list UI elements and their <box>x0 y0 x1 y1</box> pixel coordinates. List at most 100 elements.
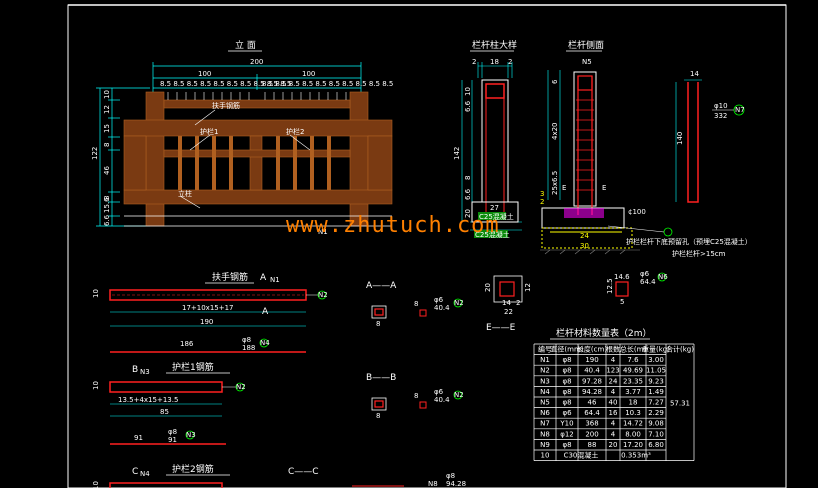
handrail-bar-len: 186 <box>180 340 194 348</box>
table-cell: N4 <box>540 388 550 396</box>
bar-spacing-left: 8.5 8.5 8.5 8.5 8.5 8.5 8.5 8.5 8.5 8.5 <box>160 80 291 88</box>
table-header-cell: 长度(cm) <box>577 345 607 354</box>
table-cell: 9.08 <box>648 420 664 428</box>
handrail-tag-top: N1 <box>270 276 280 284</box>
table-header-cell: 编号 <box>538 345 552 354</box>
dim-height-122: 122 <box>91 147 99 160</box>
guard1-dim-mid: 13.5+4x15+13.5 <box>118 396 178 404</box>
table-header-cell: 合计(kg) <box>666 345 694 354</box>
post-side-rebars <box>577 75 593 215</box>
post-concrete-label-2: C25混凝土 <box>475 230 510 239</box>
svg-text:8: 8 <box>376 412 380 420</box>
guard2-bar-tag: N8 <box>428 480 438 488</box>
table-cell: 17.20 <box>623 441 643 449</box>
table-cell: N2 <box>540 367 550 375</box>
label-guard2: 护栏2 <box>286 127 304 136</box>
handrail-section-a-bot: A <box>262 307 269 317</box>
guard2-title: 护栏2钢筋 <box>172 463 214 475</box>
post-dim-18: 18 <box>490 58 499 66</box>
top-cap <box>163 99 351 109</box>
handrail-title: 扶手钢筋 <box>212 271 248 283</box>
n7-mark: φ10 <box>714 102 728 110</box>
base-dim-30: 30 <box>580 242 589 250</box>
elevation-vertical-dim-labels: 10 12 15 8 46 8 15.6 6.6 <box>103 90 111 226</box>
table-cell: N3 <box>540 377 550 385</box>
section-bb: B——B 8 8 φ6 40.4 N2 <box>366 373 464 420</box>
guard1-dims <box>110 403 222 417</box>
guard2-bar-len: 94.28 <box>446 480 466 488</box>
table-cell: 88 <box>588 441 597 449</box>
post-concrete-label: C25混凝土 <box>479 212 514 221</box>
post-dim-142: 142 <box>453 147 461 160</box>
post-left <box>145 91 165 227</box>
svg-text:8: 8 <box>414 392 418 400</box>
post-side-dims <box>547 70 561 200</box>
table-cell: 4 <box>611 356 616 364</box>
balusters <box>178 136 331 190</box>
table-cell: 46 <box>588 399 597 407</box>
guard1-bar-outline <box>109 381 223 393</box>
post-side-stirrups <box>576 99 594 191</box>
table-cell: 3.00 <box>648 356 664 364</box>
bb-stirrup-len: 40.4 <box>434 396 450 404</box>
svg-text:46: 46 <box>103 166 111 175</box>
table-header-cell: 直径(mm) <box>550 345 583 354</box>
section-mark-e-left: E <box>562 184 566 192</box>
section-ee: 20 14 22 12 2 E——E <box>484 275 532 333</box>
elevation-top-dims <box>152 62 362 92</box>
table-cell: 7.27 <box>648 399 664 407</box>
table-cell: 368 <box>585 420 598 428</box>
handrail-dims <box>110 311 306 327</box>
table-cell: 3.77 <box>625 388 641 396</box>
guard1-section-b: B <box>132 365 138 375</box>
handrail-dim-10: 10 <box>92 289 100 298</box>
table-cell: N5 <box>540 399 550 407</box>
table-cell: 18 <box>629 399 638 407</box>
section-bb-title: B——B <box>366 373 396 383</box>
post-footing <box>471 201 519 223</box>
table-cell: 123 <box>606 367 619 375</box>
svg-text:5: 5 <box>620 298 624 306</box>
table-cell: 10.3 <box>625 409 641 417</box>
table-cell: 6.80 <box>648 441 664 449</box>
svg-text:15.6: 15.6 <box>103 197 111 213</box>
bottom-rail <box>123 189 393 205</box>
aa-stirrup-mark: φ6 <box>434 296 444 304</box>
table-cell: N1 <box>540 356 550 364</box>
table-cell: φ8 <box>562 377 571 385</box>
svg-text:25x6.5: 25x6.5 <box>551 171 559 195</box>
handrail-bar-len2: 188 <box>242 344 255 352</box>
section-bb-stirrup <box>419 401 427 409</box>
post-dim-27: 27 <box>490 204 499 212</box>
guard2-rebar-detail: C N4 护栏2钢筋 10 φ8 94.28 N8 <box>92 463 466 488</box>
handrail-rebar-detail: 扶手钢筋 A N1 N2 10 A 17+10x15+17 190 186 φ8… <box>92 271 328 353</box>
svg-text:14: 14 <box>502 299 511 307</box>
svg-text:N2: N2 <box>454 299 464 307</box>
section-ee-title: E——E <box>486 323 516 333</box>
bar-spacing-right: 8.5 8.5 8.5 8.5 8.5 8.5 8.5 8.5 8.5 8.5 <box>262 80 393 88</box>
guard1-rebar-detail: B N3 护栏1钢筋 N2 10 13.5+4x15+13.5 85 91 φ8… <box>92 361 246 445</box>
svg-text:8: 8 <box>103 196 111 200</box>
svg-text:6.6: 6.6 <box>464 188 472 200</box>
table-cell: 7.6 <box>627 356 639 364</box>
svg-text:6.6: 6.6 <box>464 100 472 112</box>
table-cell: N7 <box>540 420 550 428</box>
table-cell: 94.28 <box>582 388 602 396</box>
elevation-title: 立 面 <box>235 39 256 51</box>
table-cell: 190 <box>585 356 598 364</box>
svg-text:6.6: 6.6 <box>103 214 111 226</box>
table-header-cell: 总长(m) <box>620 345 647 354</box>
table-cell: φ12 <box>560 430 574 438</box>
svg-text:64.4: 64.4 <box>640 278 656 286</box>
svg-text:12: 12 <box>524 283 532 292</box>
elevation-leaders <box>179 109 311 209</box>
svg-text:2: 2 <box>516 299 520 307</box>
table-cell: 16 <box>609 409 618 417</box>
svg-text:N2: N2 <box>454 391 464 399</box>
table-cell: Y10 <box>559 420 573 428</box>
svg-text:8: 8 <box>414 300 418 308</box>
handrail-beam <box>123 119 393 137</box>
table-cell: 40.4 <box>584 367 600 375</box>
dim-right-100: 100 <box>302 70 315 78</box>
table-header-cell: 根数 <box>606 345 620 354</box>
